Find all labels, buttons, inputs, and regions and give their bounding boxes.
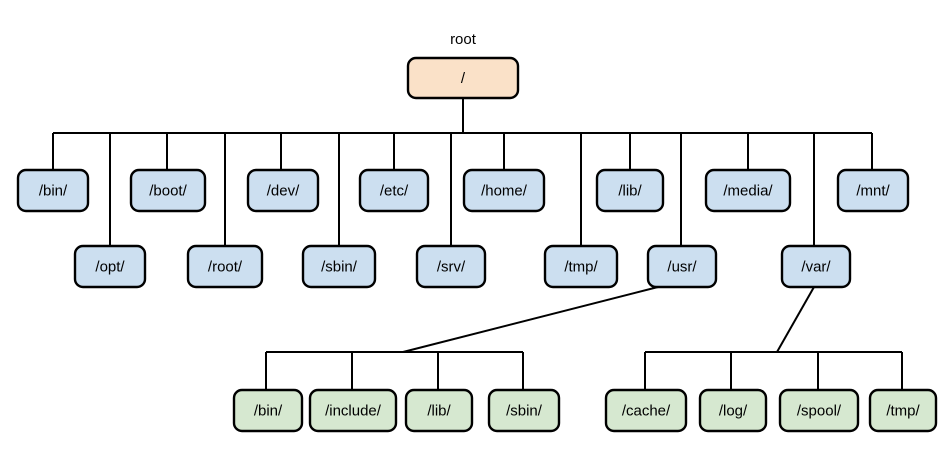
node-box-srv[interactable] [415,244,487,289]
node-box-opt[interactable] [73,244,147,289]
node-media[interactable]: /media/ [704,168,792,213]
node-box-etc[interactable] [358,168,430,213]
node-label-usr-include: /include/ [325,402,382,419]
connector-var-to-bus-var [776,286,815,353]
node-label-usr-sbin: /sbin/ [506,402,543,419]
node-box-usr-include[interactable] [308,388,398,433]
node-var-spool[interactable]: /spool/ [778,388,860,433]
node-label-lib: /lib/ [618,182,642,199]
node-label-rootdir: /root/ [208,258,243,275]
node-label-opt: /opt/ [95,258,125,275]
node-label-var-spool: /spool/ [797,402,842,419]
node-srv[interactable]: /srv/ [415,244,487,289]
node-usr-sbin[interactable]: /sbin/ [487,388,561,433]
node-label-etc: /etc/ [380,182,409,199]
node-label-root: / [461,70,466,87]
node-usr-include[interactable]: /include/ [308,388,398,433]
node-box-tmp[interactable] [543,244,619,289]
node-tmp[interactable]: /tmp/ [543,244,619,289]
node-label-var-log: /log/ [719,402,748,419]
node-boot[interactable]: /boot/ [129,168,207,213]
node-box-sbin[interactable] [301,244,377,289]
node-layer: / /bin/ /boot/ /dev/ /etc/ /home/ /lib/ /media/… [16,56,938,433]
node-box-boot[interactable] [129,168,207,213]
node-box-usr-sbin[interactable] [487,388,561,433]
node-usr-lib[interactable]: /lib/ [404,388,474,433]
node-home[interactable]: /home/ [462,168,546,213]
node-box-dev[interactable] [246,168,320,213]
node-var-log[interactable]: /log/ [698,388,768,433]
node-var-tmp[interactable]: /tmp/ [868,388,938,433]
node-sbin[interactable]: /sbin/ [301,244,377,289]
node-rootdir[interactable]: /root/ [186,244,264,289]
node-label-sbin: /sbin/ [321,258,358,275]
node-box-rootdir[interactable] [186,244,264,289]
node-var-cache[interactable]: /cache/ [604,388,688,433]
node-box-bin[interactable] [16,168,90,213]
node-label-bin: /bin/ [39,182,68,199]
node-etc[interactable]: /etc/ [358,168,430,213]
node-box-var-spool[interactable] [778,388,860,433]
edge-layer [52,98,903,390]
connector-usr-to-bus-usr [402,286,659,353]
node-box-var-tmp[interactable] [868,388,938,433]
node-label-usr-bin: /bin/ [254,402,283,419]
node-box-root[interactable] [406,56,520,100]
node-box-media[interactable] [704,168,792,213]
node-label-home: /home/ [481,182,528,199]
node-usr-bin[interactable]: /bin/ [232,388,304,433]
node-box-home[interactable] [462,168,546,213]
node-lib[interactable]: /lib/ [595,168,665,213]
node-label-var-tmp: /tmp/ [886,402,920,419]
node-usr[interactable]: /usr/ [646,244,718,289]
node-box-usr-bin[interactable] [232,388,304,433]
node-box-var-cache[interactable] [604,388,688,433]
node-box-usr[interactable] [646,244,718,289]
node-label-usr-lib: /lib/ [427,402,451,419]
node-label-boot: /boot/ [149,182,187,199]
node-box-mnt[interactable] [836,168,910,213]
node-label-var-cache: /cache/ [622,402,671,419]
node-box-usr-lib[interactable] [404,388,474,433]
node-label-usr: /usr/ [667,258,697,275]
node-label-mnt: /mnt/ [856,182,890,199]
node-box-var-log[interactable] [698,388,768,433]
node-var[interactable]: /var/ [780,244,852,289]
node-dev[interactable]: /dev/ [246,168,320,213]
node-label-tmp: /tmp/ [564,258,598,275]
node-mnt[interactable]: /mnt/ [836,168,910,213]
node-root[interactable]: / [406,56,520,100]
node-label-dev: /dev/ [267,182,300,199]
caption-layer: root [450,31,477,48]
node-opt[interactable]: /opt/ [73,244,147,289]
node-label-media: /media/ [723,182,773,199]
node-bin[interactable]: /bin/ [16,168,90,213]
node-box-lib[interactable] [595,168,665,213]
node-label-srv: /srv/ [437,258,466,275]
root-caption-label: root [450,31,477,48]
node-label-var: /var/ [801,258,831,275]
node-box-var[interactable] [780,244,852,289]
